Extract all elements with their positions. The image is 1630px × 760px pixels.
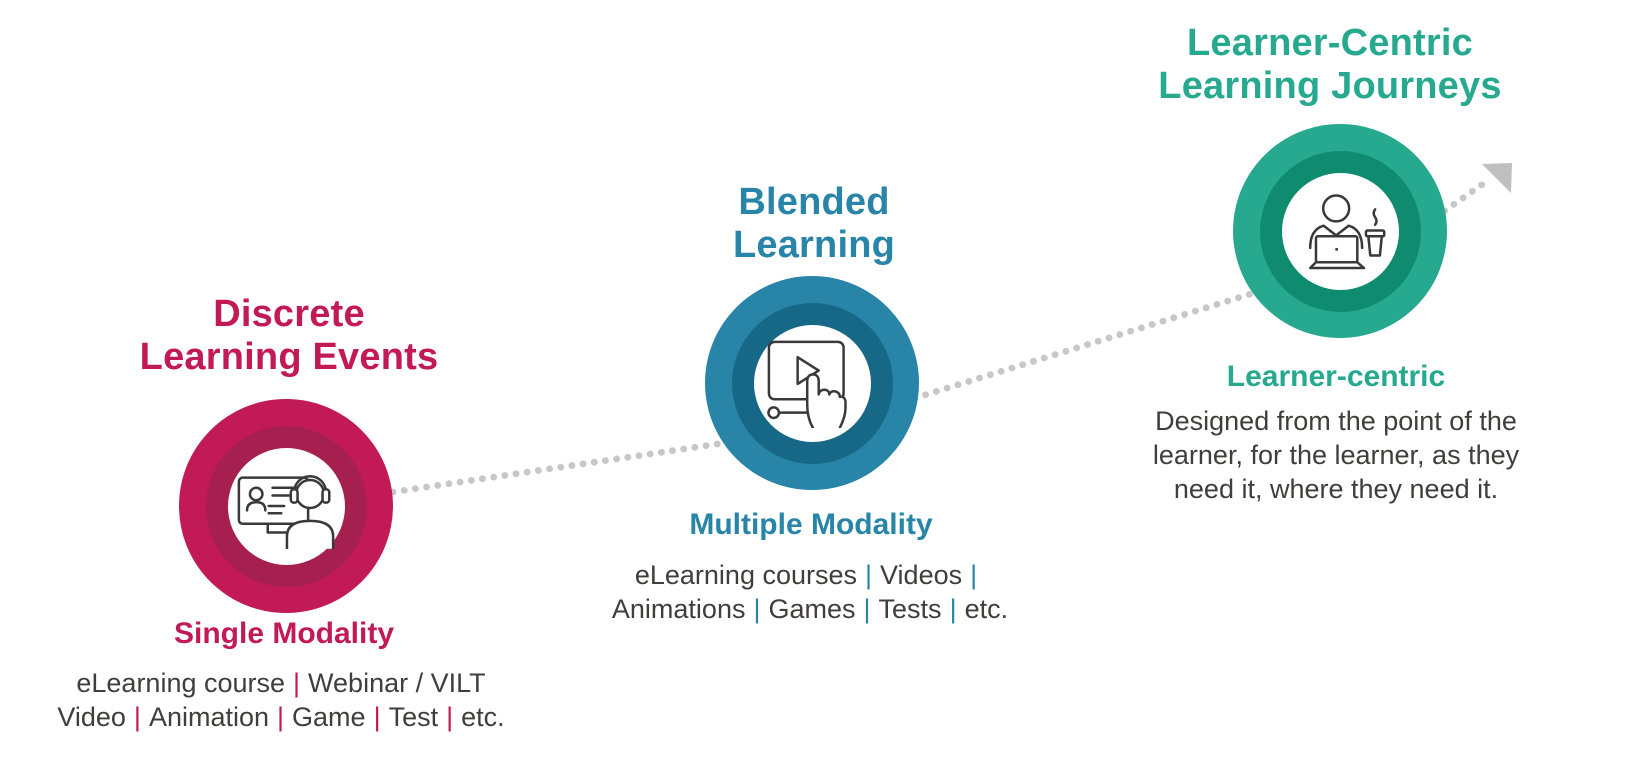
list-item: etc. <box>964 594 1009 624</box>
pipe-separator: | <box>446 702 454 732</box>
stage-title-discrete-learning-events: Discrete Learning Events <box>89 293 489 379</box>
list-item: Tests <box>878 594 942 624</box>
stage-items-blended: eLearning courses|Videos| Animations|Gam… <box>560 558 1060 626</box>
stage-subtitle-learner-centric: Learner-centric <box>1226 360 1446 393</box>
circle-core <box>753 324 871 442</box>
pipe-separator: | <box>373 702 381 732</box>
title-line: Learner-Centric <box>1187 22 1473 64</box>
list-item: Webinar / VILT <box>308 668 486 698</box>
items-line: eLearning course|Webinar / VILT <box>21 666 541 700</box>
title-line: Learning Journeys <box>1158 65 1502 107</box>
circle-core <box>227 447 345 565</box>
title-line: Learning <box>732 224 896 266</box>
list-item: etc. <box>461 702 505 732</box>
video-player-click-hand-icon <box>767 340 847 428</box>
webinar-presenter-headset-monitor-icon <box>237 474 335 549</box>
pipe-separator: | <box>293 668 301 698</box>
list-item: Game <box>292 702 366 732</box>
pipe-separator: | <box>753 594 761 624</box>
stage-subtitle-single-modality: Single Modality <box>173 617 395 650</box>
title-line: Discrete <box>213 293 365 335</box>
title-line: Blended <box>738 181 890 223</box>
pipe-separator: | <box>133 702 141 732</box>
stage-subtitle-multiple-modality: Multiple Modality <box>689 508 933 541</box>
pipe-separator: | <box>863 594 871 624</box>
stage-items-discrete: eLearning course|Webinar / VILT Video|An… <box>21 666 541 734</box>
pipe-separator: | <box>865 560 873 590</box>
person-laptop-coffee-icon <box>1308 193 1386 269</box>
list-item: Animation <box>148 702 270 732</box>
list-item: Animations <box>611 594 746 624</box>
items-line: eLearning courses|Videos| <box>560 558 1060 592</box>
circle-inner-ring <box>1259 150 1421 312</box>
up-right-arrowhead-icon <box>1482 163 1512 193</box>
items-line: Animations|Games|Tests|etc. <box>560 592 1060 626</box>
title-line: Learning Events <box>139 336 439 378</box>
pipe-separator: | <box>277 702 285 732</box>
stage-circle-blended <box>705 276 919 490</box>
stage-circle-discrete <box>179 399 393 613</box>
stage-title-learner-centric: Learner-Centric Learning Journeys <box>1130 22 1530 108</box>
list-item: Videos <box>880 560 963 590</box>
stage-title-blended-learning: Blended Learning <box>614 181 1014 267</box>
list-item: eLearning courses <box>634 560 858 590</box>
list-item: Video <box>57 702 126 732</box>
pipe-separator: | <box>970 560 978 590</box>
items-line: Video|Animation|Game|Test|etc. <box>21 700 541 734</box>
circle-inner-ring <box>731 302 893 464</box>
list-item: Games <box>768 594 856 624</box>
list-item: eLearning course <box>76 668 286 698</box>
stage-circle-learner-centric <box>1233 124 1447 338</box>
circle-inner-ring <box>205 425 367 587</box>
pipe-separator: | <box>949 594 957 624</box>
circle-core <box>1281 172 1399 290</box>
stage-description-learner-centric: Designed from the point of the learner, … <box>1152 406 1520 504</box>
list-item: Test <box>388 702 439 732</box>
